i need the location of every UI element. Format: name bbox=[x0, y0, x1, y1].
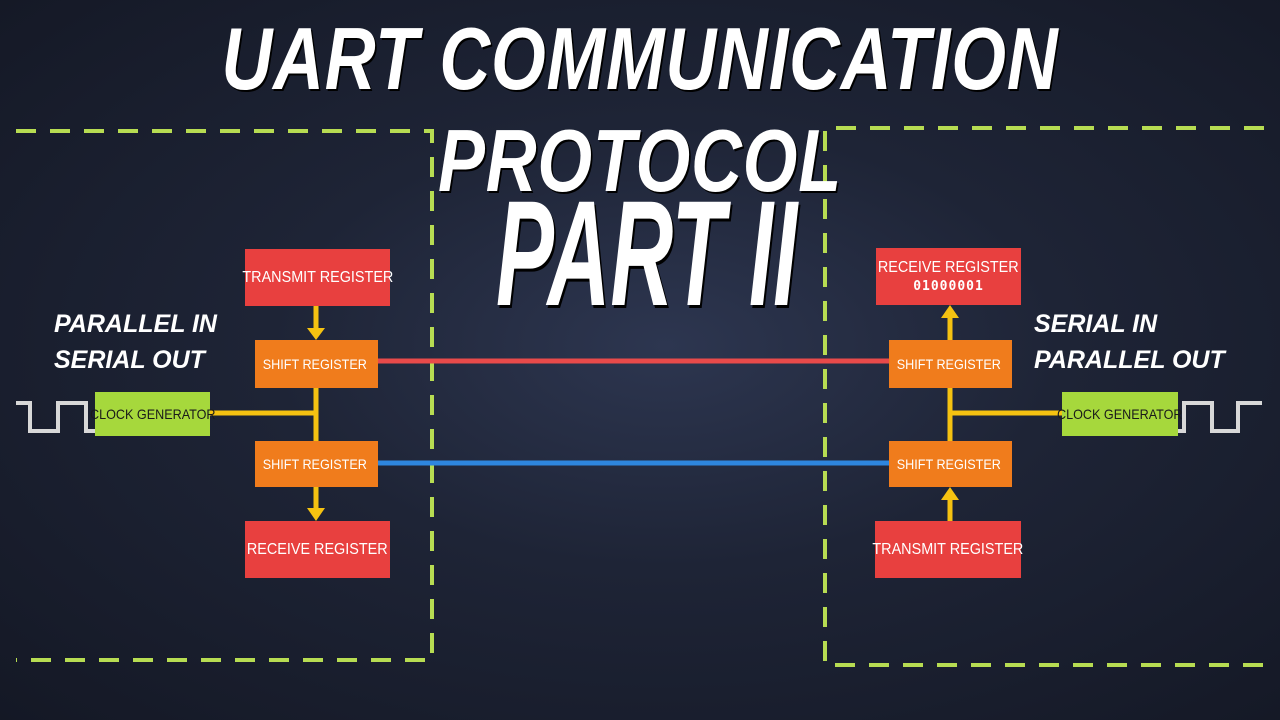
right-shift-register-bottom-label: SHIFT REGISTER bbox=[896, 456, 1001, 472]
left-device-boundary bbox=[16, 129, 434, 662]
right-receive-register: RECEIVE REGISTER 01000001 bbox=[876, 248, 1021, 305]
page-title: UART COMMUNICATION PROTOCOL bbox=[221, 9, 1059, 210]
right-clock-waveform bbox=[1178, 401, 1262, 433]
right-arrow-shift-to-receive bbox=[941, 305, 959, 340]
right-shift-register-bottom: SHIFT REGISTER bbox=[889, 441, 1012, 487]
left-arrow-shift-to-receive bbox=[307, 487, 325, 521]
received-bits: 01000001 bbox=[913, 279, 984, 294]
part-label: PART II bbox=[496, 169, 798, 337]
left-receive-register-label: RECEIVE REGISTER bbox=[247, 540, 388, 558]
left-clock-generator: CLOCK GENERATOR bbox=[90, 392, 215, 436]
left-transmit-register: TRANSMIT REGISTER bbox=[242, 249, 393, 306]
left-clock-waveform bbox=[16, 401, 95, 433]
right-arrow-transmit-to-shift bbox=[941, 487, 959, 521]
right-receive-register-label: RECEIVE REGISTER bbox=[878, 259, 1019, 276]
right-clock-bus bbox=[947, 388, 1062, 441]
right-clock-generator: CLOCK GENERATOR bbox=[1057, 392, 1183, 436]
left-shift-register-top-label: SHIFT REGISTER bbox=[262, 356, 367, 372]
right-caption: SERIAL IN PARALLEL OUT bbox=[1034, 310, 1225, 374]
right-transmit-register: TRANSMIT REGISTER bbox=[872, 521, 1024, 578]
left-clock-bus bbox=[210, 388, 319, 441]
right-device-boundary bbox=[823, 126, 1264, 667]
left-arrow-transmit-to-shift bbox=[307, 306, 325, 340]
left-clock-generator-label: CLOCK GENERATOR bbox=[89, 406, 216, 422]
left-receive-register: RECEIVE REGISTER bbox=[245, 521, 390, 578]
right-clock-generator-label: CLOCK GENERATOR bbox=[1057, 406, 1183, 422]
right-shift-register-top: SHIFT REGISTER bbox=[889, 340, 1012, 388]
right-shift-register-top-label: SHIFT REGISTER bbox=[896, 356, 1001, 372]
right-transmit-register-label: TRANSMIT REGISTER bbox=[872, 540, 1024, 558]
left-shift-register-bottom: SHIFT REGISTER bbox=[255, 441, 378, 487]
left-transmit-register-label: TRANSMIT REGISTER bbox=[242, 268, 393, 286]
left-caption: PARALLEL IN SERIAL OUT bbox=[54, 310, 217, 374]
left-shift-register-bottom-label: SHIFT REGISTER bbox=[262, 456, 367, 472]
left-shift-register-top: SHIFT REGISTER bbox=[255, 340, 378, 388]
